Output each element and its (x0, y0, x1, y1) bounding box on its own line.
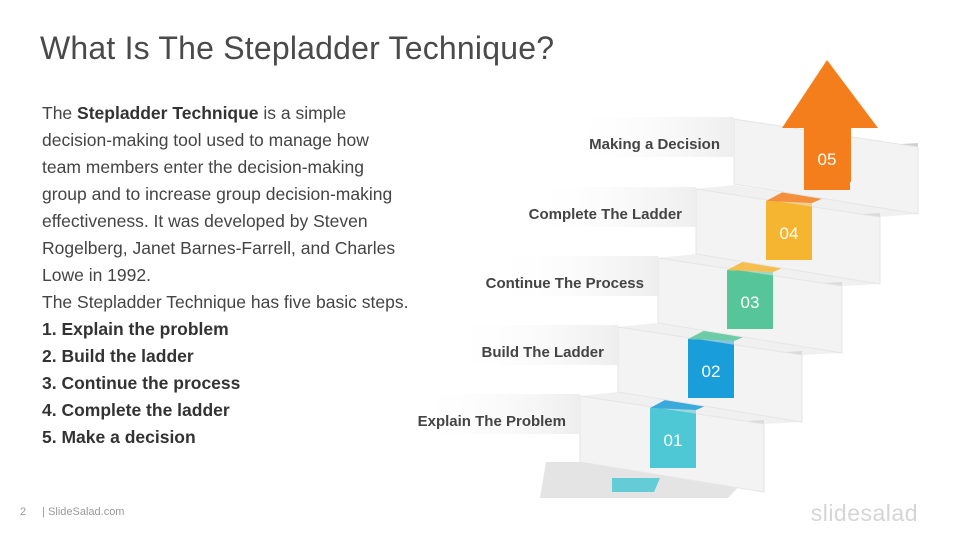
step-label: Making a Decision (589, 136, 720, 153)
step-label: Explain The Problem (418, 413, 566, 430)
up-arrow-icon (782, 60, 878, 182)
step-number: 02 (702, 362, 721, 381)
step-band (688, 339, 734, 398)
list-item: 5. Make a decision (42, 427, 196, 447)
footer: 2 | SlideSalad.com (20, 506, 124, 518)
step-number: 03 (741, 293, 760, 312)
list-item: 1. Explain the problem (42, 319, 229, 339)
step-label-bg (526, 187, 696, 227)
step-number: 05 (818, 150, 837, 169)
intro-paragraph: The Stepladder Technique is a simple dec… (42, 100, 412, 289)
step-label-bg (564, 117, 734, 157)
step-tread-color (612, 478, 660, 492)
footer-site: | SlideSalad.com (42, 506, 125, 518)
slidesalad-logo: slidesalad (810, 500, 918, 526)
step-label-bg (448, 325, 618, 365)
intro-bold-term: Stepladder Technique (77, 103, 259, 123)
body-text: The Stepladder Technique is a simple dec… (42, 100, 412, 451)
step-label: Build The Ladder (481, 344, 604, 361)
step-band (727, 270, 773, 329)
slide-title: What Is The Stepladder Technique? (40, 30, 555, 66)
steps-list: 1. Explain the problem 2. Build the ladd… (42, 316, 412, 451)
page-number: 2 (20, 506, 27, 518)
step-number: 04 (780, 224, 799, 243)
step-label: Continue The Process (486, 275, 644, 292)
list-item: 2. Build the ladder (42, 346, 194, 366)
intro-lead: The (42, 103, 78, 123)
list-item: 4. Complete the ladder (42, 400, 230, 420)
step-band (650, 408, 696, 468)
steps-intro: The Stepladder Technique has five basic … (42, 292, 409, 312)
step-label: Complete The Ladder (529, 206, 683, 223)
step-band (766, 201, 812, 260)
list-item: 3. Continue the process (42, 373, 241, 393)
step-label-bg (488, 256, 658, 296)
arrow-group: 05 (782, 60, 878, 182)
intro-rest: is a simple decision-making tool used to… (42, 103, 396, 285)
step-label-bg (410, 394, 580, 434)
step-number: 01 (664, 431, 683, 450)
